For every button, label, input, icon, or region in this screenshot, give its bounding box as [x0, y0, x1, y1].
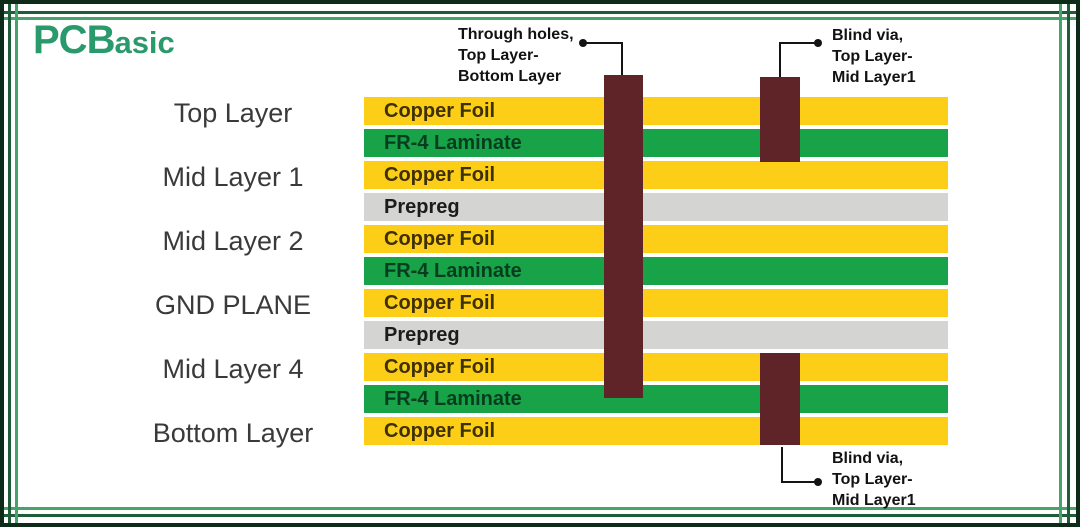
layer-bar-fr4: FR-4 Laminate — [364, 257, 948, 285]
callout-dot — [814, 39, 822, 47]
layer-bar-copper: Copper Foil — [364, 161, 948, 189]
layer-bar-label: Copper Foil — [384, 164, 496, 186]
callout-leader-line — [779, 42, 781, 77]
layer-bar-label: Copper Foil — [384, 100, 496, 122]
callout-leader-line — [585, 42, 623, 44]
layer-bar-label: FR-4 Laminate — [384, 132, 522, 154]
layer-bar-prepreg: Prepreg — [364, 321, 948, 349]
layer-bar-label: Copper Foil — [384, 356, 496, 378]
callout-line-text: Top Layer- — [832, 471, 913, 488]
callout-leader-line — [781, 481, 818, 483]
blind-via-bottom-callout: Blind via, Top Layer- Mid Layer1 — [832, 448, 916, 511]
layer-name-label: Mid Layer 1 — [162, 162, 304, 192]
frame-line — [1059, 4, 1062, 523]
callout-line-text: Mid Layer1 — [832, 69, 916, 86]
callout-line-text: Blind via, — [832, 450, 904, 467]
layer-bar-fr4: FR-4 Laminate — [364, 385, 948, 413]
callout-line-text: Mid Layer1 — [832, 492, 916, 509]
callout-leader-line — [621, 42, 623, 75]
layer-bar-label: FR-4 Laminate — [384, 260, 522, 282]
layer-name-label: Bottom Layer — [152, 418, 314, 448]
layer-bar-copper: Copper Foil — [364, 289, 948, 317]
layer-bar-copper: Copper Foil — [364, 417, 948, 445]
frame-line — [8, 4, 11, 523]
callout-dot — [579, 39, 587, 47]
layer-bar-label: Prepreg — [384, 196, 460, 218]
layer-bar-fr4: FR-4 Laminate — [364, 129, 948, 157]
frame-line — [4, 11, 1076, 14]
blind-via-top-callout: Blind via, Top Layer- Mid Layer1 — [832, 25, 916, 88]
pcbasic-logo: PCBasic — [33, 18, 175, 71]
callout-line-text: Top Layer- — [832, 48, 913, 65]
logo-text-sub: asic — [114, 25, 175, 60]
frame-line — [4, 514, 1076, 517]
blind-via-top — [760, 77, 800, 162]
layer-bar-copper: Copper Foil — [364, 97, 948, 125]
layer-bar-copper: Copper Foil — [364, 353, 948, 381]
callout-leader-line — [779, 42, 816, 44]
layer-name-label: GND PLANE — [154, 290, 312, 320]
layer-bar-label: FR-4 Laminate — [384, 388, 522, 410]
callout-line-text: Blind via, — [832, 27, 904, 44]
logo-text-main: PCB — [33, 18, 115, 62]
callout-line-text: Top Layer- — [458, 47, 539, 64]
layer-bar-label: Copper Foil — [384, 292, 496, 314]
through-hole-callout: Through holes, Top Layer- Bottom Layer — [458, 24, 574, 87]
callout-line-text: Through holes, — [458, 26, 574, 43]
callout-leader-line — [781, 447, 783, 483]
layer-bar-prepreg: Prepreg — [364, 193, 948, 221]
frame-line — [1067, 4, 1070, 523]
layer-bar-label: Prepreg — [384, 324, 460, 346]
through-hole-via — [604, 75, 643, 398]
layer-bar-label: Copper Foil — [384, 420, 496, 442]
frame-line — [15, 4, 18, 523]
layer-bar-label: Copper Foil — [384, 228, 496, 250]
callout-dot — [814, 478, 822, 486]
layer-bar-copper: Copper Foil — [364, 225, 948, 253]
layer-name-label: Mid Layer 4 — [162, 354, 304, 384]
callout-line-text: Bottom Layer — [458, 68, 562, 85]
layer-name-label: Top Layer — [173, 98, 293, 128]
layer-name-label: Mid Layer 2 — [162, 226, 304, 256]
blind-via-bottom — [760, 353, 800, 445]
